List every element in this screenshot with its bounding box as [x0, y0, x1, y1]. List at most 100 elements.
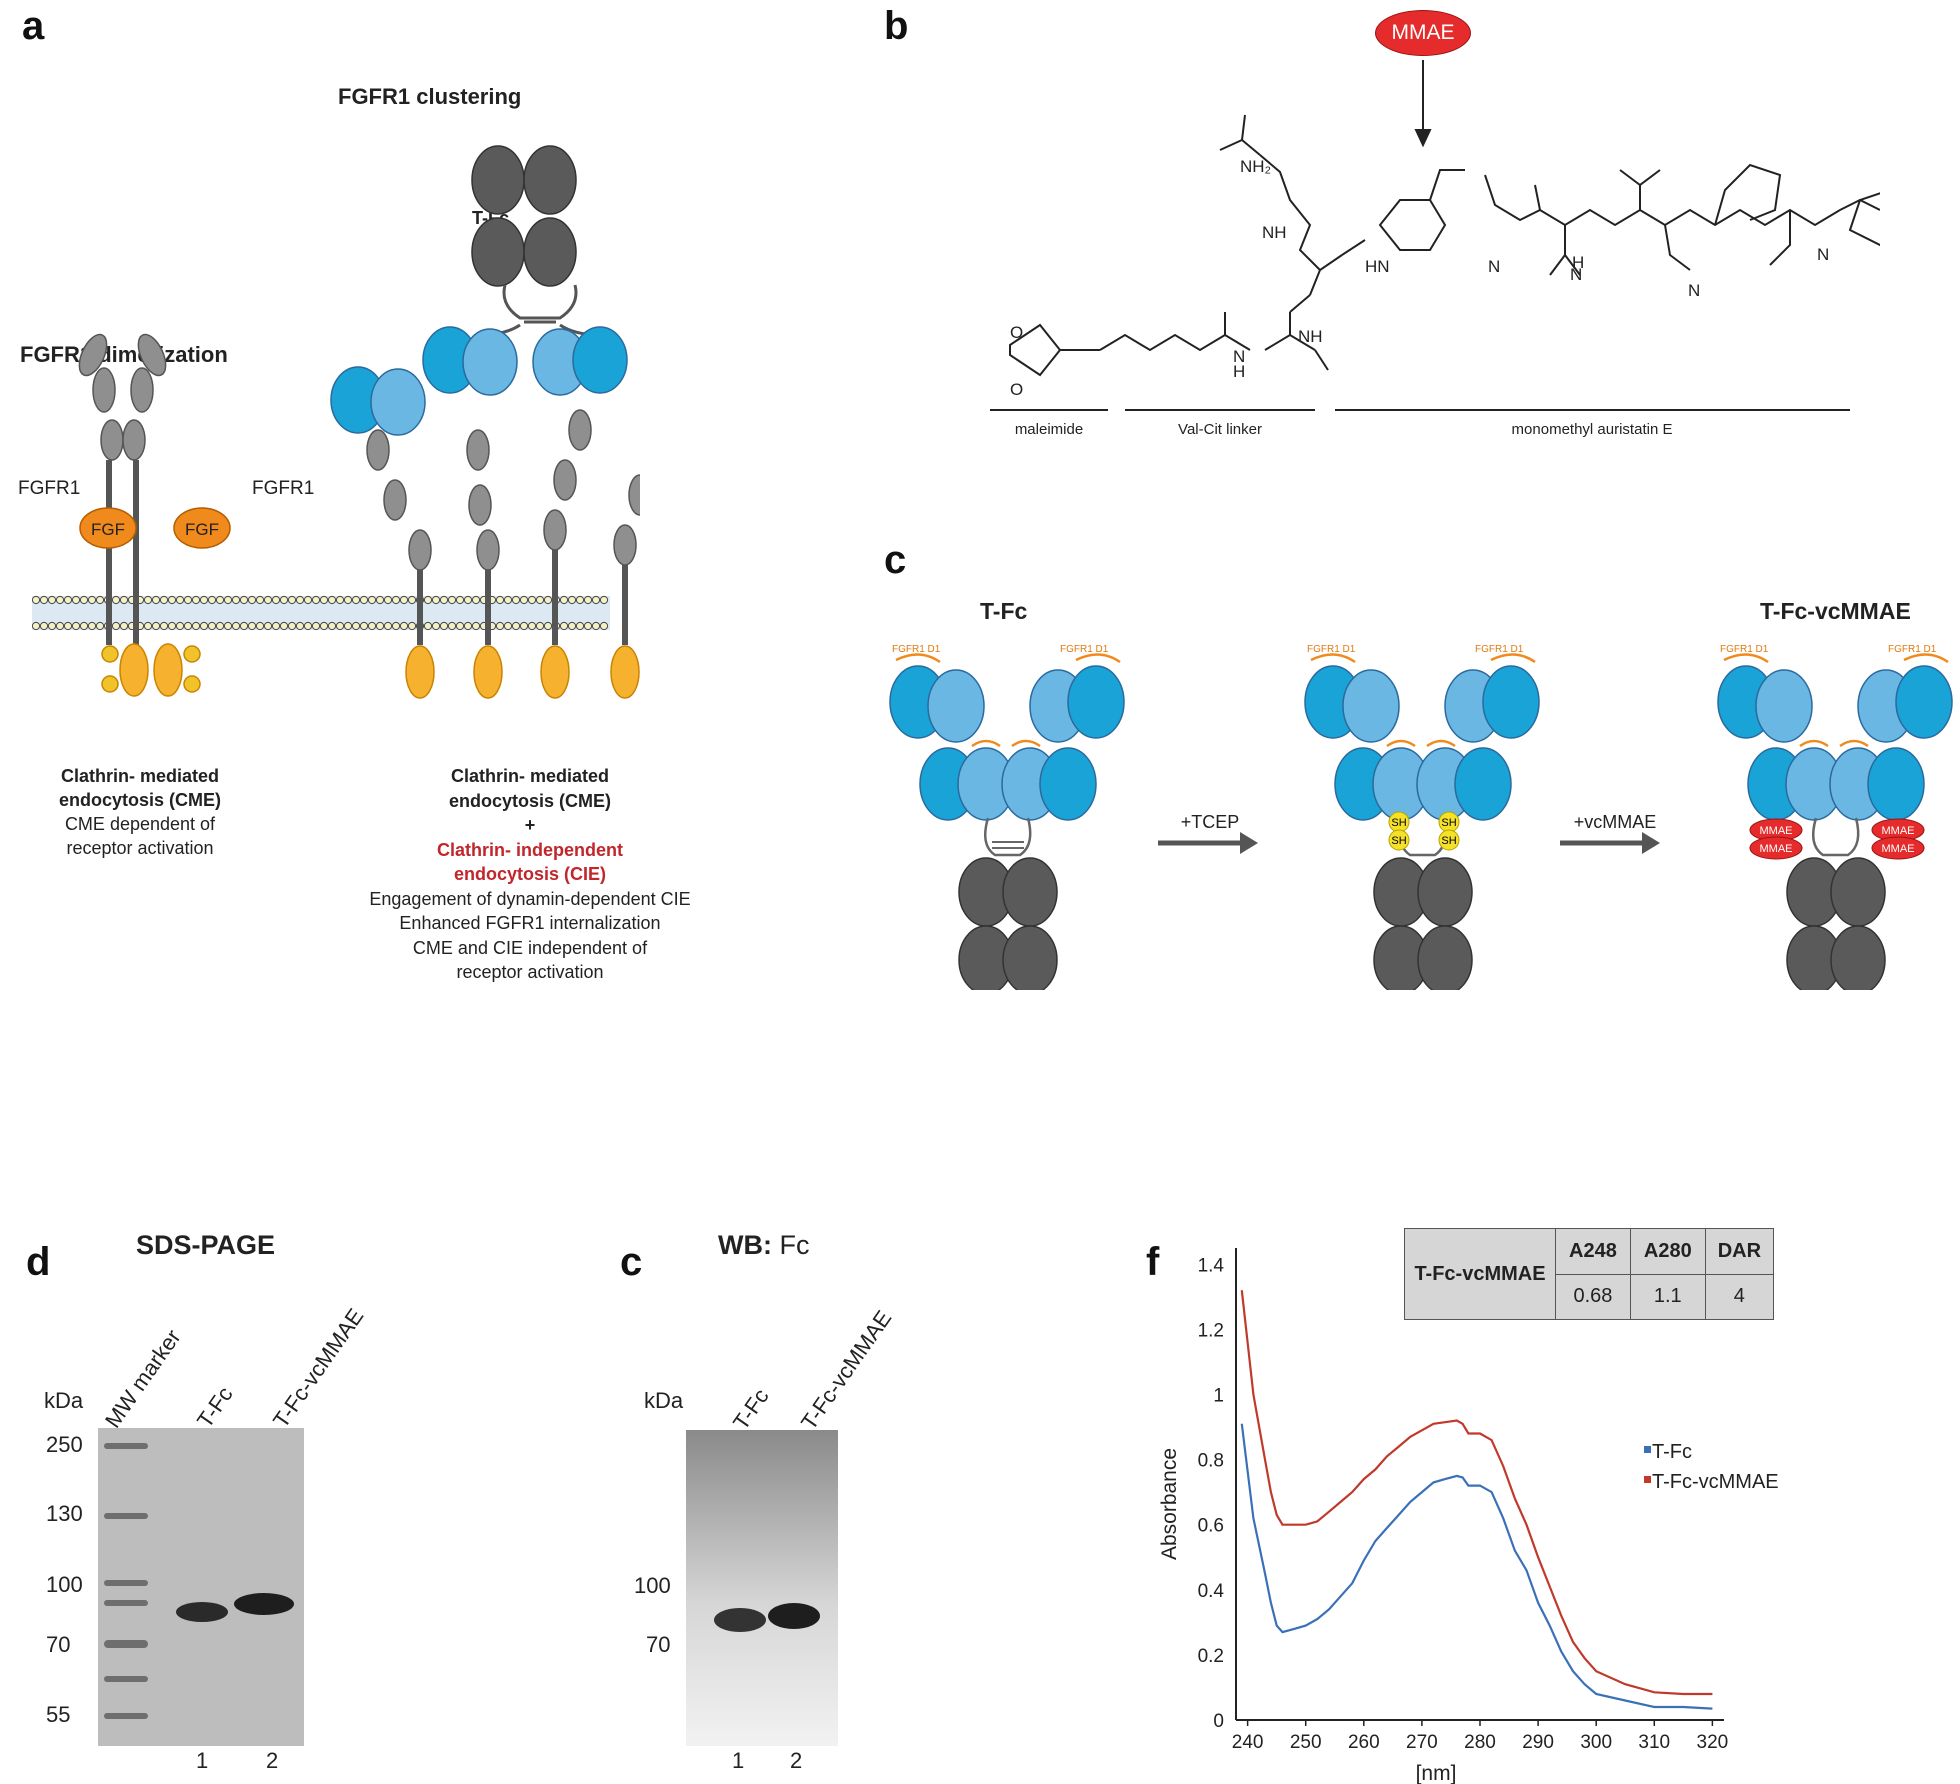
sds-marker-70: 70	[46, 1632, 71, 1657]
atom-nh-1: NH	[1262, 223, 1287, 242]
left-caption-line3: CME dependent of	[64, 814, 216, 834]
wb-lane-number-2: 2	[790, 1748, 803, 1773]
tfc-dimer-a	[471, 145, 577, 287]
x-tick-label-4: 280	[1464, 1732, 1496, 1753]
kinase-domains-right	[405, 645, 640, 699]
y-tick-label-3: 0.6	[1198, 1516, 1224, 1537]
atom-h-1: H	[1233, 362, 1245, 381]
dar-table-col-2: DAR	[1704, 1228, 1775, 1275]
wb-lane-number-1: 1	[732, 1748, 745, 1773]
legend-label-1: T-Fc-vcMMAE	[1652, 1471, 1779, 1493]
left-caption-line4: receptor activation	[66, 838, 214, 858]
panel-d-letter: d	[26, 1240, 51, 1284]
right-caption-line5: Engagement of dynamin-dependent CIE	[369, 888, 691, 909]
dar-table-val-0: 0.68	[1555, 1273, 1631, 1320]
right-caption-red1: Clathrin- independent	[437, 839, 623, 860]
antibody-reduced: SH SH SH SH	[1303, 653, 1541, 990]
mmae-small-2: MMAE	[1760, 843, 1793, 855]
fgfr1-label-right: FGFR1	[252, 478, 315, 499]
wb-title: WB: Fc	[718, 1230, 809, 1261]
wb-lane-label-0: T-Fc	[728, 1383, 774, 1435]
x-tick-label-2: 260	[1348, 1732, 1380, 1753]
right-caption-plus: +	[524, 815, 536, 835]
left-caption-line1: Clathrin- mediated	[60, 766, 220, 786]
legend-swatch-1	[1644, 1476, 1651, 1483]
d1-label-6: FGFR1 D1	[1888, 644, 1937, 655]
cell-membrane	[31, 595, 610, 631]
atom-n-4: N	[1688, 281, 1700, 300]
wb-band-tfc-vcmmae	[768, 1603, 820, 1629]
wb-title-rest: Fc	[771, 1230, 810, 1260]
dar-table-val-1: 1.1	[1629, 1273, 1706, 1320]
panel-wb-letter: c	[620, 1240, 643, 1284]
sds-band-tfc-vcmmae	[234, 1593, 294, 1615]
mmae-small-1: MMAE	[1760, 825, 1793, 837]
panel-c-left-title: T-Fc	[980, 598, 1028, 624]
x-tick-label-3: 270	[1406, 1732, 1438, 1753]
d1-label-4: FGFR1 D1	[1475, 644, 1524, 655]
right-caption-line1: Clathrin- mediated	[450, 766, 610, 786]
fgfr1-dimer	[78, 333, 167, 645]
legend-label-0: T-Fc	[1652, 1441, 1692, 1463]
kinase-domains-left	[101, 643, 201, 697]
fgf-text-1: FGF	[91, 520, 125, 539]
y-tick-label-6: 1.2	[1198, 1320, 1224, 1341]
arrow-vcmmae: +vcMMAE	[1560, 812, 1660, 854]
atom-nh-2: NH	[1298, 327, 1323, 346]
atom-o-2: O	[1010, 380, 1023, 399]
y-tick-label-2: 0.4	[1198, 1581, 1225, 1602]
conjugation-scheme: SH SH SH SH MMAE MMAE MMAE MMAE FGFR1 D1…	[888, 644, 1954, 990]
fgfr1-d1-domains	[330, 326, 628, 436]
y-tick-label-1: 0.2	[1198, 1646, 1224, 1667]
panel-a-letter: a	[22, 4, 45, 48]
sds-marker-250: 250	[46, 1432, 83, 1457]
clustering-title: FGFR1 clustering	[338, 84, 522, 109]
left-caption-line2: endocytosis (CME)	[58, 790, 222, 810]
fgf-text-2: FGF	[185, 520, 219, 539]
series-line-t-fc-vcmmae	[1240, 1290, 1713, 1696]
dar-table-val-2: 4	[1704, 1273, 1775, 1320]
dar-table: T-Fc-vcMMAE A248 A280 DAR 0.68 1.1 4	[1404, 1228, 1775, 1320]
panel-c-right-title: T-Fc-vcMMAE	[1760, 598, 1911, 624]
sds-gel	[98, 1428, 304, 1746]
x-tick-label-6: 300	[1580, 1732, 1612, 1753]
atom-n-2: N	[1488, 257, 1500, 276]
atom-nh2: NH₂	[1240, 157, 1271, 176]
right-caption-line7: CME and CIE independent of	[412, 937, 648, 958]
series-line-t-fc	[1240, 1423, 1713, 1710]
wb-blot	[686, 1430, 838, 1746]
right-caption-line6: Enhanced FGFR1 internalization	[399, 913, 661, 933]
fgf-ligands: FGF FGF	[79, 507, 231, 549]
dimerization-title: FGFR1 dimerization	[20, 342, 228, 367]
panel-c-letter: c	[884, 538, 907, 582]
sds-lane-number-1: 1	[196, 1748, 209, 1773]
sds-marker-130: 130	[46, 1501, 83, 1526]
legend-swatch-0	[1644, 1446, 1651, 1453]
panel-a-diagram: FGF FGF	[31, 145, 640, 699]
panel-a-tfc-overlay	[0, 0, 760, 460]
left-endocytosis-caption: Clathrin- mediated endocytosis (CME) CME…	[20, 764, 260, 860]
atom-h-2: H	[1572, 253, 1584, 272]
y-tick-label-5: 1	[1213, 1385, 1224, 1406]
atom-n-3: N	[1570, 265, 1582, 284]
right-caption-red2: endocytosis (CIE)	[453, 864, 607, 884]
right-caption-line8: receptor activation	[456, 962, 604, 982]
sh-1: SH	[1391, 817, 1406, 829]
sh-4: SH	[1441, 835, 1456, 847]
sds-lane-number-2: 2	[266, 1748, 279, 1773]
atom-n-5: N	[1817, 245, 1829, 264]
wb-lane-label-1: T-Fc-vcMMAE	[796, 1305, 897, 1435]
sds-marker-100: 100	[46, 1572, 83, 1597]
y-tick-label-0: 0	[1213, 1711, 1224, 1732]
sds-lane-label-1: T-Fc	[192, 1381, 238, 1433]
arrow1-label: +TCEP	[1181, 812, 1240, 832]
dar-table-col-1: A280	[1629, 1228, 1706, 1275]
y-tick-label-4: 0.8	[1198, 1451, 1224, 1472]
wb-band-tfc	[714, 1608, 766, 1632]
atom-hn: HN	[1365, 257, 1390, 276]
fgfr1-label-left: FGFR1	[18, 478, 81, 499]
panel-b-letter: b	[884, 4, 909, 48]
wb-title-bold: WB:	[718, 1230, 772, 1260]
arrow-tcep: +TCEP	[1158, 812, 1258, 854]
